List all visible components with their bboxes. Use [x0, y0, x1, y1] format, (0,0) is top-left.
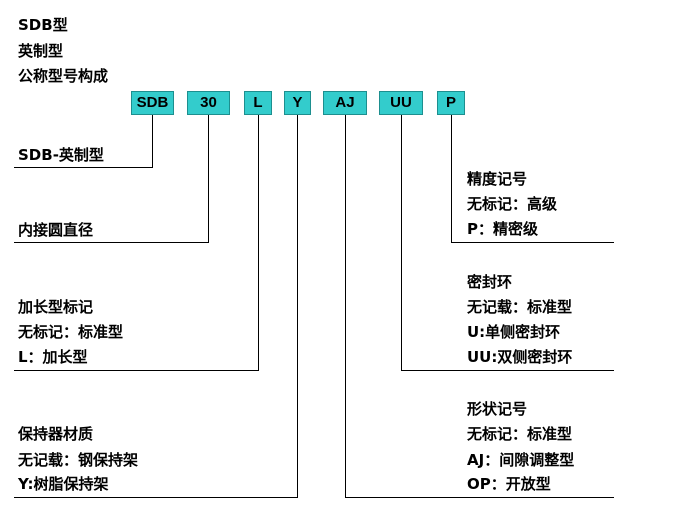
header-line-2: 英制型 — [18, 42, 64, 60]
label-shape-item: OP：开放型 — [467, 475, 551, 493]
code-box-aj: AJ — [323, 91, 367, 115]
label-shape-title: 形状记号 — [467, 400, 528, 418]
code-box-p: P — [437, 91, 465, 115]
label-seal-item: U:单侧密封环 — [467, 323, 561, 341]
label-length-title: 加长型标记 — [18, 298, 94, 316]
connector-seal — [401, 115, 614, 371]
label-length-item: L：加长型 — [18, 348, 88, 366]
connector-precision — [451, 115, 614, 243]
label-precision-title: 精度记号 — [467, 170, 528, 188]
header-line-1: SDB型 — [18, 16, 68, 34]
label-seal-item: UU:双侧密封环 — [467, 348, 573, 366]
connector-length — [14, 115, 259, 371]
code-box-30: 30 — [187, 91, 230, 115]
code-box-y: Y — [284, 91, 311, 115]
label-cage-title: 保持器材质 — [18, 425, 94, 443]
code-box-uu: UU — [379, 91, 423, 115]
label-seal-item: 无记载：标准型 — [467, 298, 573, 316]
label-cage-item: Y:树脂保持架 — [18, 475, 109, 493]
label-shape-item: AJ：间隙调整型 — [467, 451, 575, 469]
connector-diameter — [14, 115, 209, 243]
label-sdb-title: SDB-英制型 — [18, 146, 104, 164]
connector-shape — [345, 115, 614, 498]
label-shape-item: 无标记：标准型 — [467, 425, 573, 443]
label-length-item: 无标记：标准型 — [18, 323, 124, 341]
header-line-3: 公称型号构成 — [18, 67, 109, 85]
code-box-sdb: SDB — [131, 91, 174, 115]
label-cage-item: 无记载：钢保持架 — [18, 451, 139, 469]
label-precision-item: P：精密级 — [467, 220, 538, 238]
code-box-l: L — [244, 91, 272, 115]
label-precision-item: 无标记：高级 — [467, 195, 558, 213]
connector-sdb — [14, 115, 153, 168]
label-seal-title: 密封环 — [467, 273, 513, 291]
connector-cage — [14, 115, 298, 498]
label-diameter-title: 内接圆直径 — [18, 221, 94, 239]
